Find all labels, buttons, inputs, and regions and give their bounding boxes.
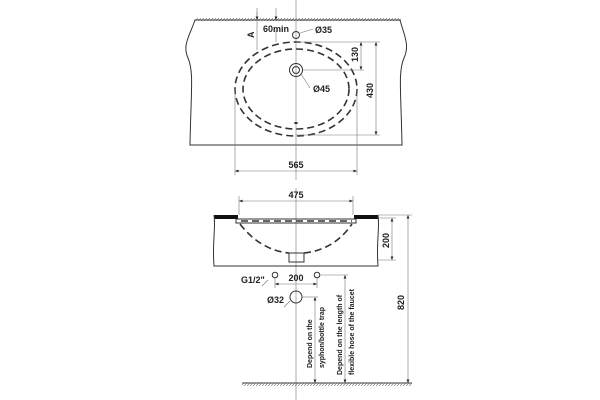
bowl-profile	[239, 223, 353, 254]
note-syphon-line2: syphon/bottle trap	[319, 307, 326, 368]
dim-a-label: A	[246, 31, 256, 38]
countertop-left	[214, 215, 238, 219]
cabinet-outline	[212, 214, 380, 267]
dim-820-label: 820	[396, 295, 406, 310]
countertop-outline	[185, 19, 407, 146]
top-view: A 60min Ø35 Ø45 130 430 565	[185, 0, 407, 180]
drain-outlet	[288, 252, 305, 263]
faucet-hole	[292, 31, 300, 39]
drain-outer	[289, 63, 303, 77]
side-view: 475 200 820 G1/2" 200 Ø32 Depend on the …	[212, 188, 412, 400]
dim-200-depth-label: 200	[381, 233, 391, 248]
dim-drain-label: Ø45	[313, 84, 330, 94]
note-hose-line1: Depend on the length of	[337, 294, 344, 375]
dim-475-label: 475	[288, 190, 303, 200]
dim-430-label: 430	[365, 83, 375, 98]
note-syphon-line1: Depend on the	[307, 319, 314, 368]
dim-g12-label: G1/2"	[241, 275, 265, 285]
dim-drain-pipe-label: Ø32	[267, 295, 284, 305]
dim-130-label: 130	[350, 47, 360, 62]
note-hose-line2: flexible hose of the faucet	[349, 288, 356, 375]
floor-hatch	[242, 383, 412, 386]
dim-60min-label: 60min	[263, 24, 289, 34]
drain-inner	[292, 66, 300, 74]
dim-565-label: 565	[288, 160, 303, 170]
dim-200-spacing-label: 200	[288, 273, 303, 283]
water-inlet-left	[271, 271, 279, 279]
countertop-right	[354, 215, 378, 219]
dim-faucet-hole-label: Ø35	[315, 25, 332, 35]
bowl-inner-outline	[242, 48, 350, 130]
sink-rim	[235, 218, 357, 224]
water-inlet-right	[313, 271, 321, 279]
overflow-mark	[294, 122, 298, 124]
